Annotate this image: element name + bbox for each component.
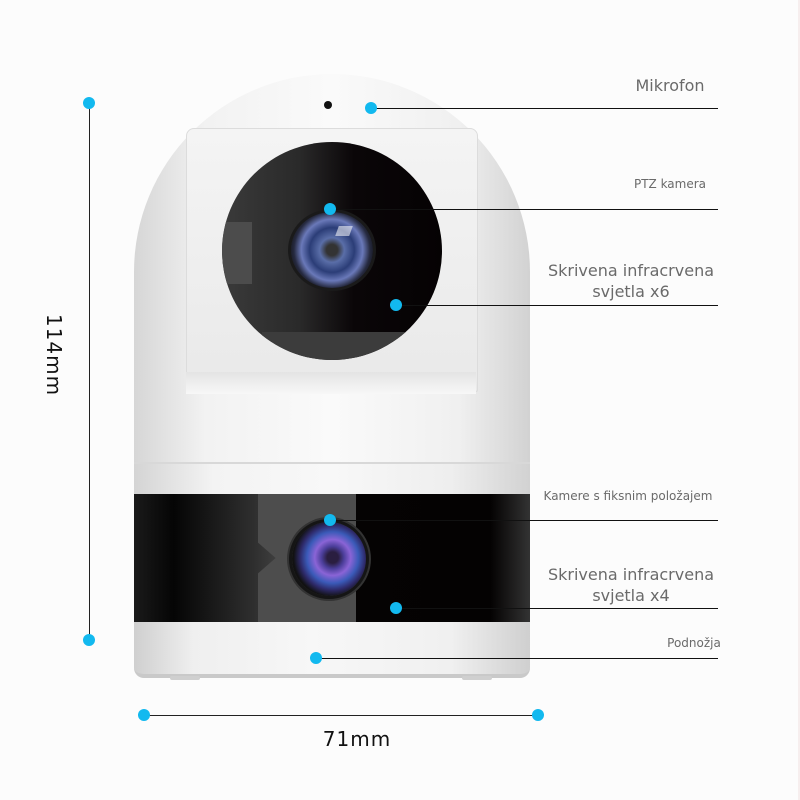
callout-label-line1: Skrivena infracrvena	[547, 261, 715, 280]
camera-foot-right	[462, 676, 492, 680]
callout-marker-dot	[324, 514, 336, 526]
width-dimension-label: 71mm	[322, 727, 392, 751]
width-dimension-line	[144, 715, 538, 716]
ptz-lens	[291, 212, 373, 288]
callout-leader-line	[316, 658, 718, 659]
height-dimension-dot-bottom	[83, 634, 95, 646]
callout-label-line1: Podnožja	[667, 636, 721, 650]
callout-label-line1: Mikrofon	[635, 76, 705, 95]
height-dimension-line	[89, 103, 90, 640]
camera-head-lip	[186, 372, 476, 394]
callout-leader-line	[396, 305, 718, 306]
callout-marker-dot	[390, 299, 402, 311]
callout-marker-dot	[390, 602, 402, 614]
height-dimension-label: 114mm	[42, 313, 66, 397]
callout-label: Skrivena infracrvena svjetla x6	[548, 261, 714, 303]
callout-label-line2: svjetla x4	[592, 585, 670, 605]
height-dimension-dot-top	[83, 97, 95, 109]
callout-leader-line	[371, 108, 718, 109]
callout-label-line1: Kamere s fiksnim položajem	[543, 489, 713, 503]
camera-neck	[134, 462, 530, 496]
callout-label: Podnožja	[667, 636, 721, 652]
camera-base	[134, 622, 530, 678]
width-dimension-dot-right	[532, 709, 544, 721]
callout-leader-line	[396, 608, 718, 609]
callout-marker-dot	[365, 102, 377, 114]
callout-marker-dot	[310, 652, 322, 664]
callout-label-line1: Skrivena infracrvena	[547, 565, 715, 584]
fixed-lens	[292, 522, 366, 596]
callout-marker-dot	[324, 203, 336, 215]
callout-label: Skrivena infracrvena svjetla x4	[548, 565, 714, 607]
callout-label: Mikrofon	[635, 76, 704, 97]
callout-label-line2: svjetla x6	[592, 281, 670, 301]
callout-leader-line	[330, 520, 718, 521]
callout-label-line1: PTZ kamera	[633, 177, 707, 191]
microphone-hole	[324, 101, 332, 109]
callout-label: Kamere s fiksnim položajem	[544, 489, 713, 505]
callout-label: PTZ kamera	[634, 177, 706, 193]
width-dimension-dot-left	[138, 709, 150, 721]
lens-window-bottom	[262, 332, 412, 360]
callout-leader-line	[330, 209, 718, 210]
lens-window-reflection	[222, 222, 252, 284]
right-edge-border	[798, 0, 800, 800]
camera-foot-left	[170, 676, 200, 680]
